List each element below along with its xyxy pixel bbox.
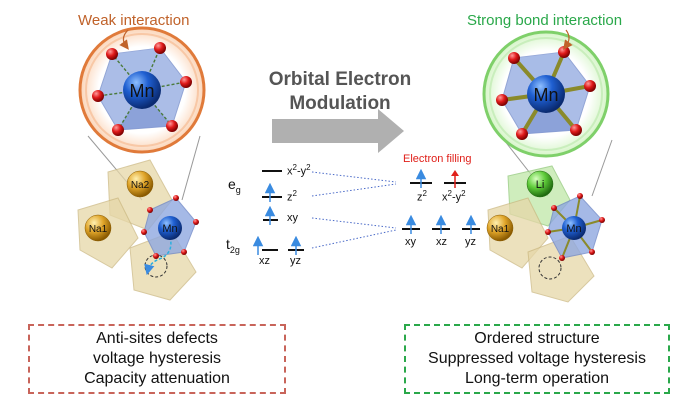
right-electron-x2y2-head	[451, 170, 459, 176]
right-title: Strong bond interaction	[467, 12, 623, 29]
left-na2-atom	[126, 170, 154, 198]
left-na1-atom	[84, 214, 112, 242]
left-title: Weak interaction	[78, 12, 190, 29]
right-o-atom-5	[516, 128, 528, 140]
right-small-o-2	[577, 193, 583, 199]
right-zoom-line-2	[591, 139, 613, 197]
right-small-o-4	[589, 249, 595, 255]
right-oct-face-2	[522, 94, 576, 134]
right-oct-face-1	[514, 52, 564, 94]
left-oct-face-1	[112, 48, 160, 90]
left-o-atom-4	[166, 120, 178, 132]
modulation-title: Orbital Electron Modulation	[268, 69, 412, 114]
right-small-o-1	[551, 205, 557, 211]
left-small-o-6	[141, 229, 147, 235]
electron-filling-label: Electron filling	[403, 153, 472, 165]
modulation-arrow	[272, 109, 404, 153]
left-summary-line-2: voltage hysteresis	[92, 350, 222, 367]
left-small-o-1	[147, 207, 153, 213]
right-o-atom-2	[558, 46, 570, 58]
t2g-label: t2g	[226, 236, 240, 255]
left-orbital-z2-label: z2	[287, 189, 297, 204]
right-orbital-x2y2-label: x2-y2	[442, 189, 466, 204]
right-orbital-xy-label: xy	[405, 236, 416, 248]
left-orbital-xz-label: xz	[259, 255, 270, 267]
connector-x2y2	[311, 171, 397, 183]
left-oct-face-2	[118, 90, 172, 130]
left-na1-label: Na1	[89, 224, 108, 235]
left-small-o-5	[153, 253, 159, 259]
left-mn-label: Mn	[129, 81, 154, 101]
right-vacancy-circle	[538, 256, 562, 280]
left-o-atom-2	[154, 42, 166, 54]
right-o-atom-1	[508, 52, 520, 64]
right-small-o-3	[599, 217, 605, 223]
right-li-atom	[526, 170, 554, 198]
left-summary-box: Anti-sites defects voltage hysteresis Ca…	[28, 324, 286, 394]
left-small-mn-atom	[158, 216, 182, 240]
right-na1-atom	[486, 214, 514, 242]
left-zoom-inner-ring	[85, 33, 199, 147]
right-summary-box: Ordered structure Suppressed voltage hys…	[404, 324, 670, 394]
connector-z2	[311, 183, 397, 197]
connector-t2g	[311, 229, 397, 249]
left-zoom-line-2	[181, 135, 201, 201]
left-summary-line-3: Capacity attenuation	[84, 370, 230, 387]
left-small-o-2	[173, 195, 179, 201]
left-small-o-4	[181, 249, 187, 255]
right-small-mn-atom	[562, 216, 586, 240]
right-mn-label: Mn	[533, 85, 558, 105]
left-na2-label: Na2	[131, 180, 150, 191]
left-orbital-xy-label: xy	[287, 212, 298, 224]
left-mn-atom	[123, 71, 161, 109]
right-na1-label: Na1	[491, 224, 510, 235]
energy-diagram	[252, 168, 480, 255]
right-zoom-inner-ring	[489, 37, 603, 151]
left-summary-line-1: Anti-sites defects	[96, 330, 218, 347]
left-orbital-x2y2-label: x2-y2	[287, 163, 311, 178]
left-small-mn-label: Mn	[162, 223, 177, 235]
right-summary-line-2: Suppressed voltage hysteresis	[428, 350, 646, 367]
right-small-o-5	[559, 255, 565, 261]
right-orbital-yz-label: yz	[465, 236, 476, 248]
left-o-atom-5	[112, 124, 124, 136]
eg-label: eg	[228, 176, 241, 195]
left-structure: Na2 Na1 Mn Mn	[77, 26, 206, 301]
right-summary-line-3: Long-term operation	[464, 370, 610, 387]
right-small-mn-label: Mn	[566, 223, 581, 235]
left-orbital-yz-label: yz	[290, 255, 301, 267]
left-small-o-3	[193, 219, 199, 225]
left-o-atom-1	[106, 48, 118, 60]
right-summary-line-1: Ordered structure	[474, 330, 600, 347]
right-structure: Li Na1 Mn Mn	[482, 29, 613, 303]
right-o-atom-4	[570, 124, 582, 136]
left-title-arrow	[119, 29, 129, 50]
right-small-o-6	[545, 229, 551, 235]
right-title-arrow	[563, 29, 573, 50]
right-orbital-z2-label: z2	[417, 189, 427, 204]
left-o-atom-3	[180, 76, 192, 88]
right-o-atom-6	[496, 94, 508, 106]
right-li-label: Li	[536, 179, 545, 191]
left-o-atom-6	[92, 90, 104, 102]
right-mn-atom	[527, 75, 565, 113]
right-o-atom-3	[584, 80, 596, 92]
right-orbital-xz-label: xz	[436, 236, 447, 248]
connector-xy	[311, 217, 397, 229]
